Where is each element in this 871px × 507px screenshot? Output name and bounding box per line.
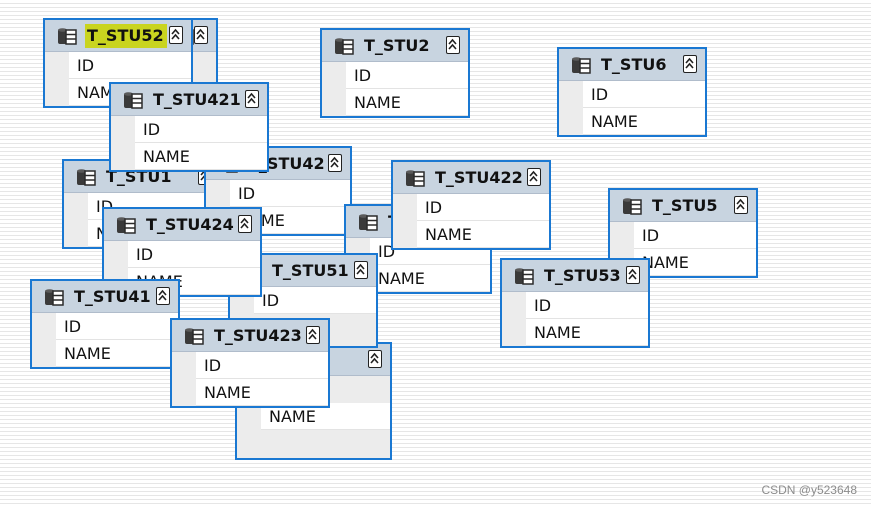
table-icon — [405, 169, 425, 187]
table-name: T_STU41 — [74, 286, 151, 306]
table-icon — [57, 27, 77, 45]
column-name[interactable]: NAME — [370, 265, 490, 292]
column-name[interactable]: NAME — [196, 379, 328, 406]
collapse-icon[interactable] — [626, 266, 640, 284]
table-icon — [571, 56, 591, 74]
collapse-icon[interactable] — [169, 26, 183, 44]
column-name[interactable]: NAME — [56, 340, 178, 367]
collapse-icon[interactable] — [354, 261, 368, 279]
collapse-icon[interactable] — [306, 326, 320, 344]
column-id[interactable]: ID — [69, 52, 191, 79]
table-icon — [358, 213, 378, 231]
table-name: T_STU2 — [364, 35, 430, 55]
collapse-icon[interactable] — [238, 215, 252, 233]
column-id[interactable]: ID — [254, 287, 376, 314]
table-header[interactable]: T_STU52 — [45, 20, 191, 52]
column-name[interactable]: NAME — [634, 249, 756, 276]
table-header[interactable]: T_STU424 — [104, 209, 260, 241]
column-id[interactable]: ID — [346, 62, 468, 89]
column-name[interactable]: NAME — [583, 108, 705, 135]
table-name: T_STU421 — [153, 89, 241, 109]
column-name[interactable]: NAME — [526, 319, 648, 346]
table-name: T_STU5 — [652, 195, 718, 215]
table-icon — [334, 37, 354, 55]
table-header[interactable]: T_STU422 — [393, 162, 549, 194]
table-name: T_STU51 — [272, 260, 349, 280]
column-id[interactable]: ID — [526, 292, 648, 319]
table-icon — [622, 197, 642, 215]
column-name[interactable]: NAME — [135, 143, 267, 170]
watermark: CSDN @y523648 — [761, 483, 857, 497]
table-header[interactable]: T_STU5 — [610, 190, 756, 222]
table-name: T_STU6 — [601, 54, 667, 74]
table-header[interactable]: T_STU6 — [559, 49, 705, 81]
collapse-icon[interactable] — [156, 287, 170, 305]
table-header[interactable]: T_STU41 — [32, 281, 178, 313]
column-id[interactable]: ID — [583, 81, 705, 108]
table-icon — [184, 327, 204, 345]
column-name[interactable]: NAME — [417, 221, 549, 248]
collapse-icon[interactable] — [328, 154, 342, 172]
table-name: T_STU53 — [544, 265, 621, 285]
collapse-icon[interactable] — [446, 36, 460, 54]
table-header[interactable]: T_STU423 — [172, 320, 328, 352]
collapse-icon[interactable] — [194, 26, 208, 44]
collapse-icon[interactable] — [245, 90, 259, 108]
collapse-icon[interactable] — [683, 55, 697, 73]
collapse-icon[interactable] — [734, 196, 748, 214]
table-header[interactable]: T_STU53 — [502, 260, 648, 292]
table-icon — [44, 288, 64, 306]
column-id[interactable]: ID — [128, 241, 260, 268]
column-id[interactable]: ID — [634, 222, 756, 249]
table-header[interactable]: T_STU421 — [111, 84, 267, 116]
table-name: T_STU424 — [146, 214, 234, 234]
collapse-icon[interactable] — [527, 168, 541, 186]
table-name: T_STU423 — [214, 325, 302, 345]
collapse-icon[interactable] — [368, 350, 382, 368]
column-id[interactable]: ID — [230, 180, 350, 207]
column-id[interactable]: ID — [56, 313, 178, 340]
column-id[interactable]: ID — [135, 116, 267, 143]
column-name[interactable]: NAME — [346, 89, 468, 116]
table-header[interactable]: T_STU2 — [322, 30, 468, 62]
table-icon — [76, 168, 96, 186]
table-icon — [123, 91, 143, 109]
table-name: T_STU52 — [85, 23, 167, 48]
column-id[interactable]: ID — [196, 352, 328, 379]
table-icon — [514, 267, 534, 285]
table-name: T_STU422 — [435, 167, 523, 187]
table-stu42[interactable]: T_STU42IDNAME — [204, 146, 352, 236]
column-id[interactable]: ID — [417, 194, 549, 221]
table-icon — [116, 216, 136, 234]
